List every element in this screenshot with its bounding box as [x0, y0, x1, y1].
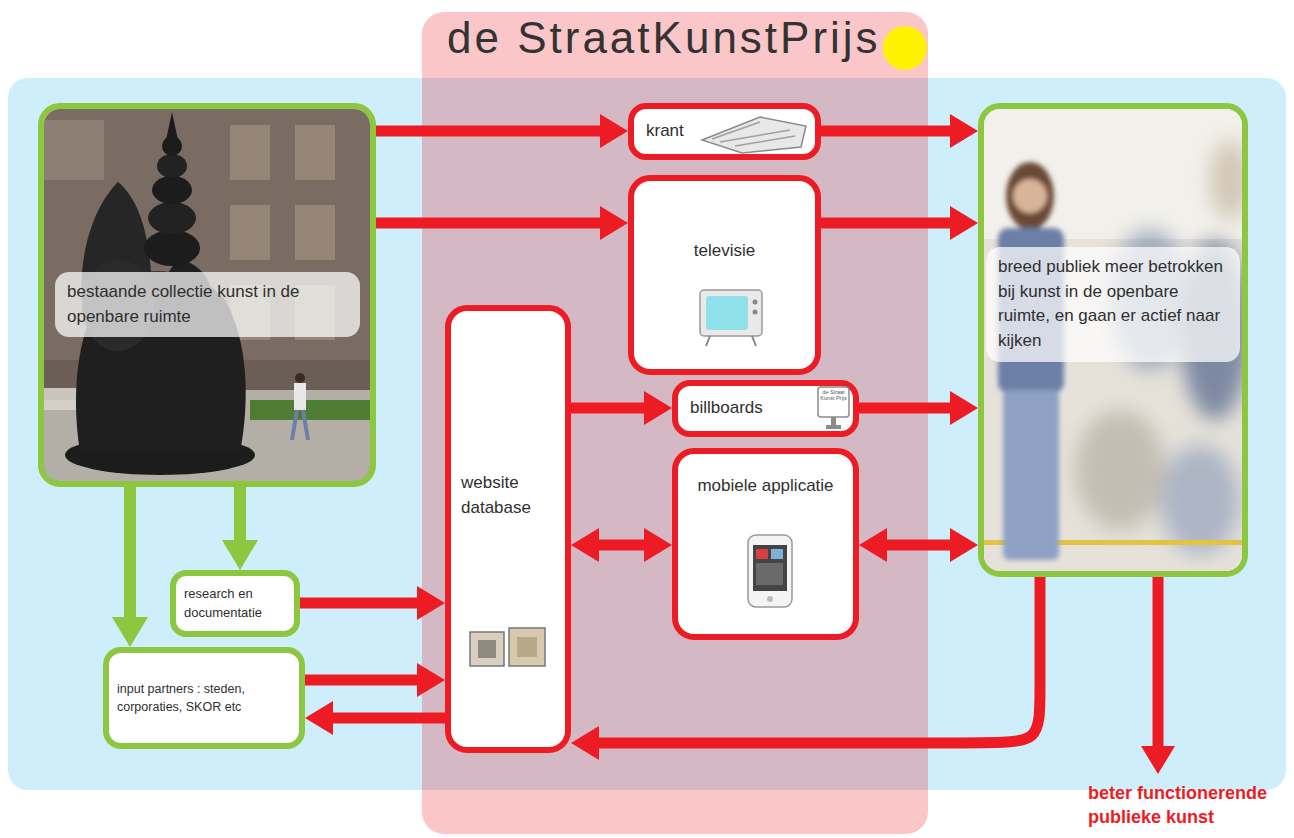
media-box: krant	[628, 103, 821, 160]
audience-photo	[984, 109, 1242, 571]
statue-photo	[44, 109, 370, 481]
node-text: billboards	[690, 396, 800, 421]
text-slot: website database	[461, 471, 561, 520]
chip-icon	[470, 628, 545, 666]
result-arrow	[1153, 577, 1164, 746]
flow-arrow	[376, 218, 600, 229]
window	[44, 120, 104, 180]
statue-tree-tip	[166, 112, 178, 140]
building-base	[44, 360, 370, 390]
text-slot: research en documentatie	[184, 585, 292, 623]
building-wall	[44, 109, 370, 481]
statue-tree	[162, 136, 182, 156]
phone-icon	[748, 535, 792, 607]
node-text: krant	[646, 119, 726, 144]
steps	[44, 400, 164, 410]
statue-tree	[157, 154, 187, 178]
billboard-sign-text: de Straat Kunst Prijs	[820, 390, 847, 402]
node-text: breed publiek meer betrokken bij kunst i…	[986, 247, 1240, 362]
node-text: mobiele applicatie	[678, 474, 853, 499]
input-box: input partners : steden, corporaties, SK…	[103, 647, 305, 749]
steps	[44, 388, 184, 400]
flow-arrow	[599, 540, 644, 551]
flow-arrow	[571, 403, 644, 414]
collection-photo-box: bestaande collectie kunst in de openbare…	[38, 103, 376, 487]
label-holder: beter functionerende publieke kunst	[1088, 781, 1288, 830]
text-slot: billboards	[690, 396, 800, 421]
node-text: website database	[461, 471, 561, 520]
text-slot: mobiele applicatie	[678, 474, 853, 499]
woman-figure	[998, 162, 1064, 560]
grass	[250, 400, 370, 420]
window	[230, 205, 270, 260]
blurred-crowd	[1075, 140, 1242, 555]
statue-tree	[148, 202, 196, 234]
media-box: televisie	[628, 175, 821, 375]
window	[295, 285, 335, 340]
label-holder: de Straat Kunst Prijs	[820, 390, 847, 402]
billboard-icon	[818, 387, 849, 429]
media-box: billboards	[672, 380, 859, 437]
statue-beard	[82, 259, 154, 351]
hall-wall	[984, 109, 1242, 239]
pavement	[44, 390, 370, 481]
passer-by	[295, 373, 305, 383]
statue-body	[76, 271, 246, 452]
flow-arrow	[305, 675, 417, 686]
text-slot: krant	[646, 119, 726, 144]
audience-photo-box: breed publiek meer betrokken bij kunst i…	[978, 103, 1248, 577]
text-slot: breed publiek meer betrokken bij kunst i…	[986, 247, 1240, 362]
flow-arrow	[333, 713, 445, 724]
text-slot: input partners : steden, corporaties, SK…	[117, 680, 297, 716]
passer-by	[292, 410, 308, 440]
node-text: bestaande collectie kunst in de openbare…	[55, 272, 360, 337]
window	[295, 205, 335, 260]
statue-tree	[144, 230, 200, 266]
flow-arrow	[376, 126, 600, 137]
flow-arrow	[821, 126, 950, 137]
database-box: website database	[445, 305, 571, 753]
input-box: research en documentatie	[170, 570, 300, 637]
statue-tree	[152, 176, 192, 204]
statue-hat	[81, 182, 152, 305]
window	[230, 125, 270, 180]
diagram-title: de StraatKunstPrijs	[447, 12, 897, 65]
flow-arrow	[124, 487, 136, 617]
node-text: input partners : steden, corporaties, SK…	[117, 680, 297, 716]
text-slot: bestaande collectie kunst in de openbare…	[55, 272, 360, 337]
media-box: mobiele applicatie	[672, 448, 859, 640]
node-text: research en documentatie	[184, 585, 292, 623]
flow-arrow	[821, 218, 950, 229]
title-holder: de StraatKunstPrijs	[447, 12, 897, 65]
statue-base	[65, 435, 255, 475]
tv-icon	[700, 290, 762, 346]
node-text: televisie	[634, 239, 815, 264]
text-slot: televisie	[634, 239, 815, 264]
hall-ground	[984, 109, 1242, 571]
window	[230, 285, 270, 340]
outcome-label: beter functionerende publieke kunst	[1088, 781, 1288, 830]
newspaper-icon	[702, 117, 806, 153]
flow-arrow	[859, 403, 950, 414]
window	[295, 125, 335, 180]
yellow-dot	[883, 26, 927, 70]
floor-line	[984, 540, 1242, 545]
statue-arm	[166, 258, 210, 305]
passer-by	[294, 383, 306, 410]
flow-arrow	[887, 540, 950, 551]
flow-arrow	[234, 487, 246, 540]
flow-arrow	[300, 598, 417, 609]
